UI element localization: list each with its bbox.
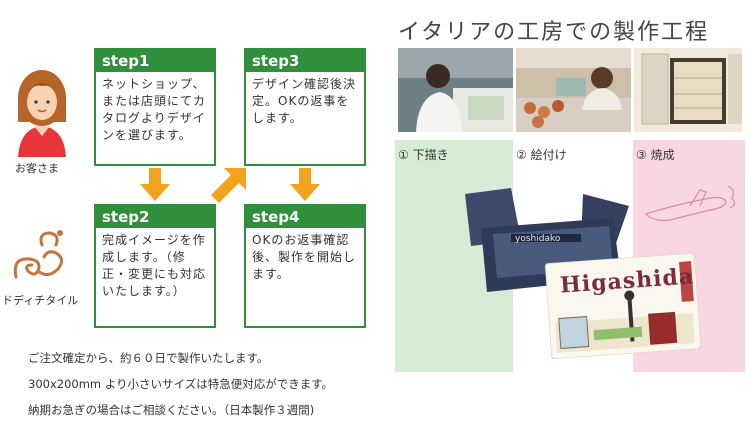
step3-body: デザイン確認後決定。OKの返事をします。	[252, 77, 357, 125]
step4-title: step4	[246, 206, 364, 228]
airplane-doodle-icon	[644, 185, 736, 221]
stage-label-drawing: ① 下描き	[398, 148, 449, 162]
step4-body: OKのお返事確認後、製作を開始します。	[252, 233, 357, 281]
customer-avatar	[12, 62, 72, 157]
company-logo	[8, 225, 70, 285]
process-title: イタリアの工房での製作工程	[398, 20, 710, 45]
name-tile	[544, 252, 702, 360]
note-3: 納期お急ぎの場合はご相談ください。（日本製作３週間)	[28, 403, 315, 417]
step3-title: step3	[246, 50, 364, 72]
photo-firing	[634, 48, 742, 132]
stage-label-firing: ③ 焼成	[636, 148, 675, 162]
step1-title: step1	[96, 50, 214, 72]
note-1: ご注文確定から、約６０日で製作いたします。	[28, 351, 269, 365]
step3-box: step3 デザイン確認後決定。OKの返事をします。	[244, 48, 366, 166]
box-label: yoshidako	[515, 234, 561, 244]
note-2: 300x200mm より小さいサイズは特急便対応ができます。	[28, 377, 334, 391]
step2-box: step2 完成イメージを作成します。（修正・変更にも対応いたします。）	[94, 204, 216, 328]
photo-painting	[516, 48, 631, 132]
step1-body: ネットショップ、または店頭にてカタログよりデザインを選びます。	[102, 77, 207, 142]
photo-drawing	[398, 48, 513, 132]
arrow-down-step3-icon	[290, 168, 320, 201]
arrow-down-step1-icon	[140, 168, 170, 201]
step2-title: step2	[96, 206, 214, 228]
stage-label-painting: ② 絵付け	[516, 148, 567, 162]
company-label: ドディチタイル	[2, 294, 79, 307]
arrow-up-right-icon	[211, 168, 246, 203]
step2-body: 完成イメージを作成します。（修正・変更にも対応いたします。）	[102, 233, 207, 298]
customer-label: お客さま	[15, 162, 59, 175]
step1-box: step1 ネットショップ、または店頭にてカタログよりデザインを選びます。	[94, 48, 216, 166]
step4-box: step4 OKのお返事確認後、製作を開始します。	[244, 204, 366, 328]
